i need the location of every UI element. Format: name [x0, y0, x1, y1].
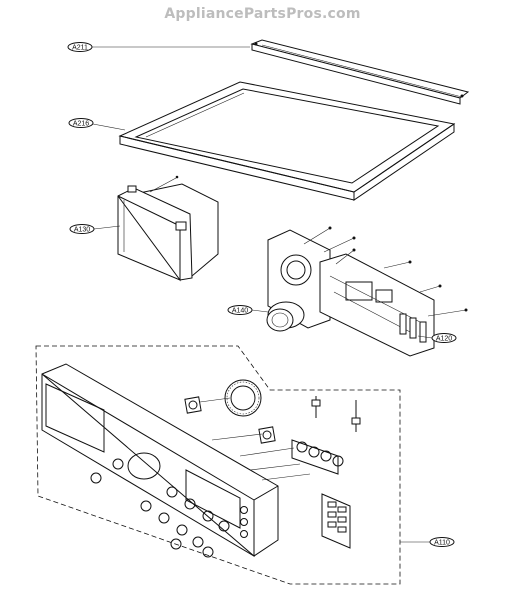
callout-a216[interactable]: A216	[68, 118, 126, 131]
part-a130-drawer[interactable]	[117, 175, 219, 282]
callout-a216-label: A216	[73, 121, 89, 128]
assembly-guide-lines	[199, 397, 311, 481]
part-a110-rotary-switch[interactable]	[258, 426, 276, 444]
callout-a140-label: A140	[232, 308, 248, 315]
callout-a120[interactable]: A120	[417, 333, 457, 343]
callout-a120-label: A120	[436, 336, 452, 343]
part-a140-knob[interactable]	[266, 301, 305, 332]
callout-a110[interactable]: A110	[400, 537, 455, 547]
callout-a211-label: A211	[72, 45, 88, 52]
part-a110-control-panel[interactable]	[41, 363, 279, 558]
part-a120-control-board[interactable]	[267, 226, 468, 357]
part-a110-switch-block[interactable]	[321, 493, 351, 549]
part-a216-top-frame[interactable]	[118, 81, 456, 201]
callout-a211[interactable]: A211	[67, 42, 250, 52]
callout-a130-label: A130	[74, 227, 90, 234]
watermark-text: AppliancePartsPros.com	[164, 6, 361, 22]
part-a110-knob-socket[interactable]	[184, 396, 202, 414]
part-a110-knob-ring[interactable]	[224, 379, 262, 417]
callout-a110-label: A110	[434, 540, 450, 547]
callout-a140[interactable]: A140	[227, 305, 269, 315]
part-a110-group-boundary	[35, 345, 401, 585]
part-a211-rail[interactable]	[250, 39, 470, 105]
part-a110-lamp-wires[interactable]	[311, 396, 361, 432]
callout-a130[interactable]: A130	[69, 224, 121, 234]
part-a110-button-strip[interactable]	[291, 439, 344, 475]
